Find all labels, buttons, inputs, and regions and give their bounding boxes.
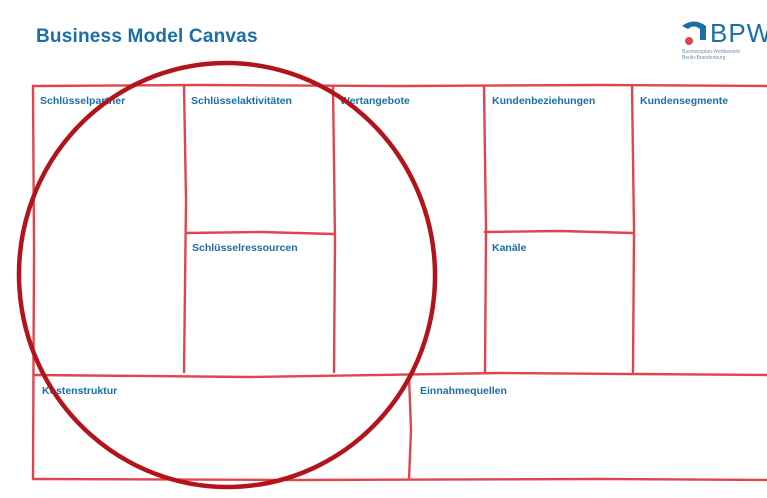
divider-relationships-segments (630, 84, 636, 374)
outer-frame-bottom (31, 477, 767, 482)
logo-subtitle: Businessplan-Wettbewerb Berlin-Brandenbu… (682, 49, 740, 61)
divider-activities-resources (184, 230, 336, 236)
block-label-key-partners: Schlüsselpartner (40, 95, 126, 107)
outer-frame-left (31, 84, 36, 481)
block-label-channels: Kanäle (492, 242, 527, 254)
block-label-key-activities: Schlüsselaktivitäten (191, 95, 292, 107)
divider-cost-revenue (407, 374, 413, 481)
block-label-customer-relationships: Kundenbeziehungen (492, 95, 596, 107)
logo-subtitle-line1: Businessplan-Wettbewerb (682, 49, 740, 55)
bpw-logo-icon (682, 21, 706, 45)
divider-relationships-channels (483, 229, 635, 235)
block-label-key-resources: Schlüsselressourcen (192, 242, 298, 254)
block-label-revenue-streams: Einnahmequellen (420, 385, 507, 397)
block-label-customer-segments: Kundensegmente (640, 95, 729, 107)
divider-activities-value (331, 84, 337, 374)
bpw-logo: BPW Businessplan-Wettbewerb Berlin-Brand… (680, 18, 767, 68)
logo-text: BPW (710, 18, 767, 48)
divider-top-bottom (32, 371, 767, 379)
block-label-value-propositions: Wertangebote (340, 95, 410, 107)
block-label-cost-structure: Kostenstruktur (42, 385, 118, 397)
divider-value-relationships (482, 84, 488, 374)
logo-subtitle-line2: Berlin-Brandenburg (682, 55, 726, 61)
page-title: Business Model Canvas (36, 26, 258, 47)
outer-frame-top (31, 83, 767, 88)
divider-partners-activities (182, 84, 188, 374)
